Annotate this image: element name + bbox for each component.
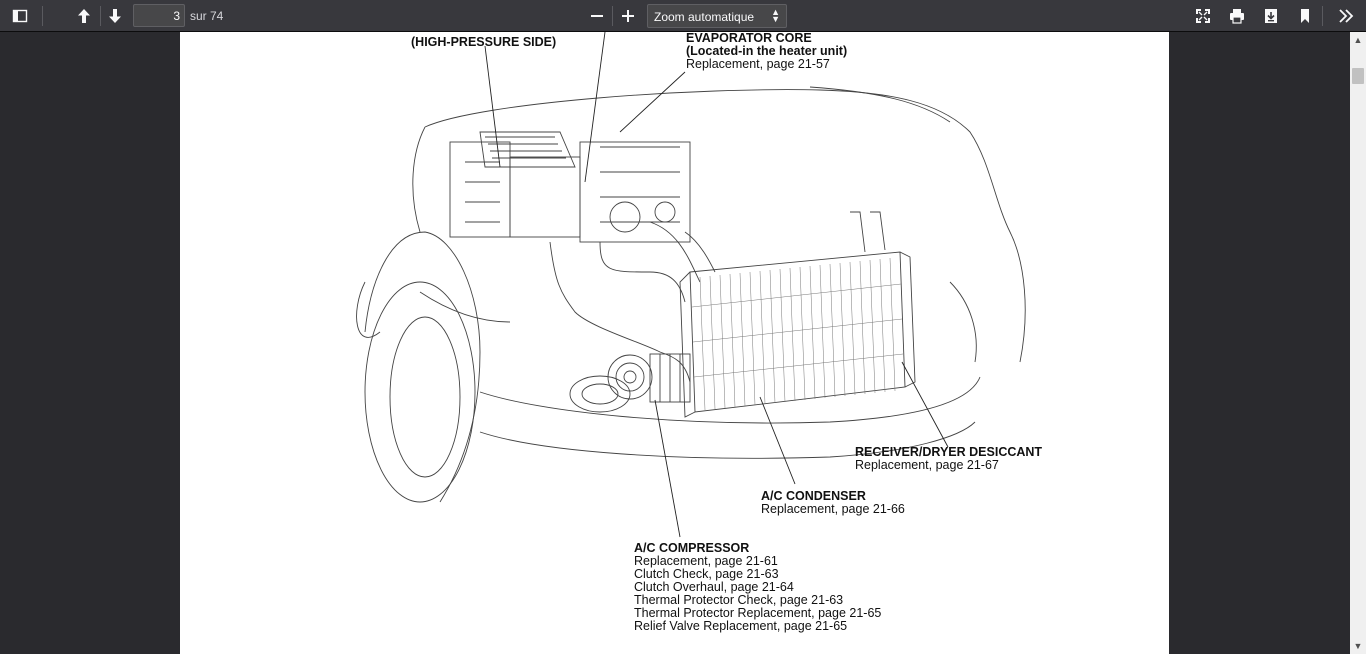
compressor-label: A/C COMPRESSOR Replacement, page 21-61 C…	[634, 542, 881, 633]
receiver-reference: Replacement, page 21-67	[855, 458, 999, 472]
zoom-select-value: Zoom automatique	[654, 10, 755, 24]
arrow-up-icon	[78, 9, 90, 23]
toolbar-separator	[42, 6, 43, 26]
toolbar-separator	[612, 6, 613, 26]
compressor-item: Thermal Protector Check, page 21-63	[634, 593, 844, 607]
sidebar-toggle-button[interactable]	[8, 4, 32, 28]
service-valve-label: (HIGH-PRESSURE SIDE)	[411, 36, 556, 49]
tools-button[interactable]	[1334, 4, 1358, 28]
receiver-dryer-label: RECEIVER/DRYER DESICCANT Replacement, pa…	[855, 446, 1042, 472]
sidebar-toggle-icon	[12, 9, 28, 23]
print-button[interactable]	[1225, 4, 1249, 28]
download-icon	[1265, 9, 1277, 23]
compressor-item: Clutch Overhaul, page 21-64	[634, 580, 794, 594]
compressor-title: A/C COMPRESSOR	[634, 541, 750, 555]
page-number-input[interactable]	[133, 4, 185, 27]
vertical-scrollbar[interactable]: ▲ ▼	[1350, 32, 1366, 654]
compressor-item: Clutch Check, page 21-63	[634, 567, 779, 581]
bookmark-icon	[1301, 9, 1309, 23]
double-chevron-right-icon	[1339, 9, 1354, 23]
select-caret-icon: ▲▼	[771, 7, 780, 24]
pdf-toolbar: sur 74 Zoom automatique ▲▼	[0, 0, 1366, 32]
download-button[interactable]	[1259, 4, 1283, 28]
pdf-page	[180, 32, 1169, 654]
fullscreen-icon	[1196, 9, 1210, 23]
arrow-down-icon	[109, 9, 121, 23]
toolbar-separator	[100, 6, 101, 26]
compressor-item: Thermal Protector Replacement, page 21-6…	[634, 606, 882, 620]
document-viewer[interactable]	[0, 32, 1350, 654]
evaporator-reference: Replacement, page 21-57	[686, 57, 830, 71]
scroll-down-arrow-icon[interactable]: ▼	[1353, 641, 1363, 651]
service-valve-text: (HIGH-PRESSURE SIDE)	[411, 35, 557, 49]
print-icon	[1230, 9, 1244, 24]
bookmark-button[interactable]	[1293, 4, 1317, 28]
evaporator-core-label: EVAPORATOR CORE (Located-in the heater u…	[686, 32, 847, 71]
minus-icon	[591, 15, 603, 17]
condenser-reference: Replacement, page 21-66	[761, 502, 905, 516]
condenser-label: A/C CONDENSER Replacement, page 21-66	[761, 490, 905, 516]
ac-system-diagram	[356, 32, 1026, 538]
next-page-button[interactable]	[103, 4, 127, 28]
presentation-mode-button[interactable]	[1191, 4, 1215, 28]
condenser-title: A/C CONDENSER	[761, 489, 866, 503]
evaporator-subtitle: (Located-in the heater unit)	[686, 44, 848, 58]
compressor-item: Relief Valve Replacement, page 21-65	[634, 619, 848, 633]
compressor-item: Replacement, page 21-61	[634, 554, 778, 568]
receiver-title: RECEIVER/DRYER DESICCANT	[855, 445, 1043, 459]
toolbar-separator	[1322, 6, 1323, 26]
scroll-up-arrow-icon[interactable]: ▲	[1353, 35, 1363, 45]
zoom-in-button[interactable]	[616, 4, 640, 28]
previous-page-button[interactable]	[72, 4, 96, 28]
plus-icon	[622, 10, 634, 22]
zoom-out-button[interactable]	[585, 4, 609, 28]
scrollbar-thumb[interactable]	[1352, 68, 1364, 84]
zoom-select[interactable]: Zoom automatique ▲▼	[647, 4, 787, 28]
page-count-label: sur 74	[190, 9, 224, 23]
evaporator-title: EVAPORATOR CORE	[686, 31, 812, 45]
